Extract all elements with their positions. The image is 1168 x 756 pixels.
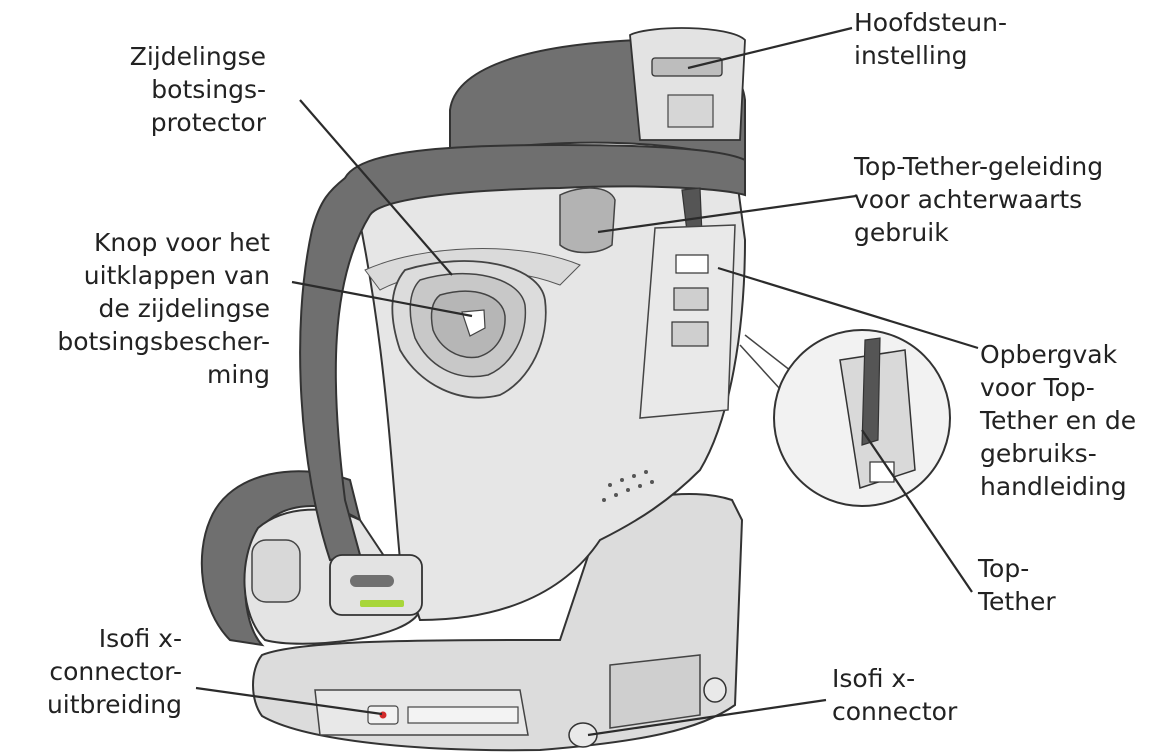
- label-line: handleiding: [980, 472, 1127, 501]
- storage-icon-2: [673, 287, 709, 311]
- label-line: Top-: [978, 554, 1030, 583]
- label-line: Isofi x-: [98, 624, 182, 653]
- label-isofix-extension: Isofi x- connector- uitbreiding: [47, 622, 182, 721]
- vent-dots: [602, 470, 654, 502]
- label-line: gebruik: [854, 218, 949, 247]
- belt-clip-indicator: [360, 600, 404, 607]
- isofix-extension-rail: [407, 706, 519, 724]
- storage-icon-1: [675, 254, 709, 274]
- leader-headrest: [687, 26, 853, 70]
- label-line: uitbreiding: [46, 690, 182, 719]
- label-line: voor achterwaarts: [854, 185, 1083, 214]
- label-line: Tether: [978, 587, 1056, 616]
- headrest-adjuster-handle: [651, 57, 723, 77]
- label-line: Knop voor het: [94, 228, 270, 257]
- label-line: Tether en de: [980, 406, 1137, 435]
- leader-isofix-extension: [195, 686, 383, 716]
- label-line: protector: [150, 108, 266, 137]
- label-line: voor Top-: [980, 373, 1095, 402]
- label-storage-compartment: Opbergvak voor Top- Tether en de gebruik…: [980, 338, 1136, 503]
- label-line: Isofi x-: [832, 664, 916, 693]
- label-line: botsings-: [151, 75, 266, 104]
- label-headrest-adjustment: Hoofdsteun- instelling: [854, 6, 1007, 72]
- isofix-connector-front: [568, 722, 598, 748]
- label-line: Opbergvak: [980, 340, 1118, 369]
- label-unfold-button: Knop voor het uitklappen van de zijdelin…: [57, 226, 270, 391]
- leader-isofix-connector: [587, 698, 827, 737]
- label-line: ming: [206, 360, 270, 389]
- belt-guide-strap: [299, 143, 746, 562]
- label-line: botsingsbescher-: [57, 327, 270, 356]
- isofix-release-dot: [379, 711, 387, 719]
- label-isofix-connector: Isofi x- connector: [832, 662, 957, 728]
- leader-storage: [717, 266, 979, 350]
- belt-clip-slot: [350, 575, 394, 587]
- headrest-adjuster-housing: [629, 27, 746, 141]
- label-line: de zijdelingse: [98, 294, 270, 323]
- cup-holder: [251, 539, 301, 603]
- leader-top-tether: [861, 429, 973, 593]
- unfold-button-center: [461, 309, 486, 337]
- label-line: connector-: [49, 657, 182, 686]
- label-line: connector: [832, 697, 958, 726]
- label-side-impact-protector: Zijdelingse botsings- protector: [130, 40, 266, 139]
- headrest-adjuster-teeth: [667, 94, 714, 128]
- label-line: Zijdelingse: [129, 42, 266, 71]
- label-line: instelling: [854, 41, 968, 70]
- top-tether-guide: [559, 187, 616, 254]
- isofix-connector-rear: [703, 677, 727, 703]
- leader-side-impact-protector: [299, 99, 453, 276]
- label-line: gebruiks-: [980, 439, 1097, 468]
- leader-top-tether-guide: [597, 194, 857, 234]
- storage-icon-3: [671, 321, 709, 347]
- base-side-panel: [609, 654, 701, 729]
- zoom-detail-strap: [861, 337, 881, 446]
- leader-unfold-button: [291, 280, 473, 318]
- label-line: uitklappen van: [83, 261, 270, 290]
- label-top-tether-guide: Top-Tether-geleiding voor achterwaarts g…: [854, 150, 1103, 249]
- leader-lines: [195, 26, 979, 737]
- label-line: Top-Tether-geleiding: [854, 152, 1104, 181]
- label-top-tether: Top- Tether: [978, 552, 1056, 618]
- label-line: Hoofdsteun-: [854, 8, 1007, 37]
